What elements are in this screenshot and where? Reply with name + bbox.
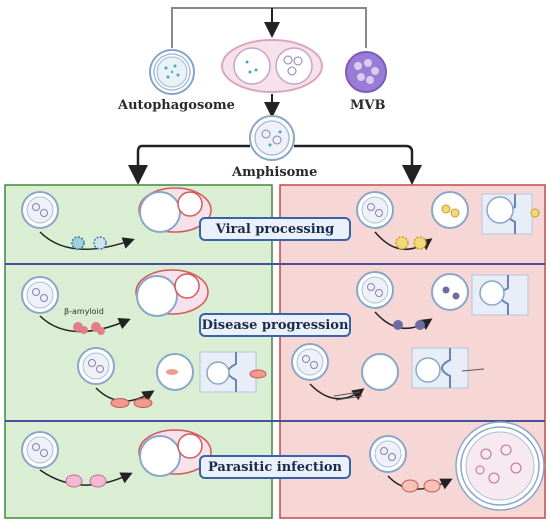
- amphisome-icon: [249, 115, 295, 161]
- amyloid-aggregates: [73, 322, 105, 335]
- mvb-icon: [345, 51, 387, 93]
- virus-particles: [71, 236, 427, 250]
- arrow-left-branch: [128, 144, 250, 185]
- fused-amphisomes: [135, 187, 212, 477]
- amphisome-label: Amphisome: [232, 165, 318, 180]
- parasitophorous-vacuole: [455, 421, 545, 511]
- viral-processing-label: Viral processing: [199, 217, 351, 241]
- disease-progression-label: Disease progression: [199, 313, 351, 337]
- mitochondria: [110, 398, 153, 408]
- parasitic-infection-label: Parasitic infection: [199, 455, 351, 479]
- mvb-label: MVB: [350, 98, 386, 113]
- amyloid-label: β-amyloid: [64, 307, 104, 316]
- fusion-icon: [221, 39, 323, 93]
- rna-strands: [333, 391, 363, 401]
- protein-complexes: [393, 320, 425, 330]
- top-connectors: [171, 7, 367, 48]
- secretory-vesicles: [156, 191, 540, 391]
- panel-vesicles: [21, 191, 407, 473]
- autophagosome-icon: [149, 49, 195, 95]
- autophagosome-label: Autophagosome: [118, 98, 235, 113]
- arrow-right-branch: [294, 144, 422, 185]
- parasites: [65, 474, 441, 493]
